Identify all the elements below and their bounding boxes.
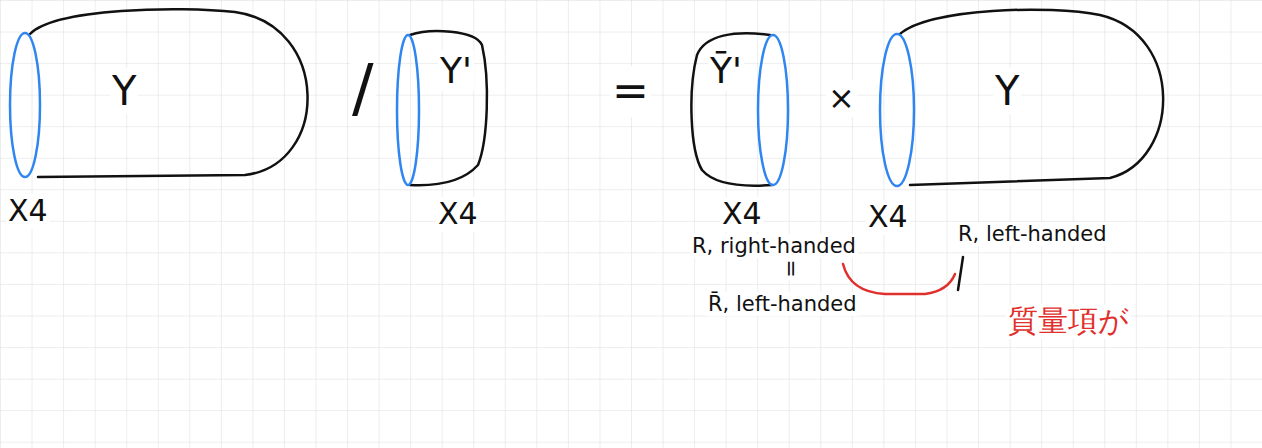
representation-label: R̄, left-handed: [706, 292, 859, 316]
region-label: Ȳ': [708, 50, 744, 91]
bulk-outline: [30, 9, 308, 177]
boundary-label: X4: [6, 194, 50, 229]
pairing-curve: [843, 264, 955, 294]
operator-symbol: ×: [826, 80, 857, 117]
region-label: Y': [438, 50, 474, 91]
region-outline: [2, 2, 322, 188]
boundary-circle: [10, 33, 40, 177]
region-outline: [866, 2, 1182, 192]
surface-region: YX4: [866, 2, 1182, 192]
boundary-circle: [397, 35, 419, 185]
operator-symbol: =: [610, 66, 651, 117]
boundary-label: X4: [866, 200, 910, 235]
boundary-label: X4: [720, 197, 764, 232]
boundary-circle: [758, 35, 788, 185]
bulk-outline: [691, 33, 772, 185]
region-outline: [686, 20, 798, 195]
representation-label: R, right-handed: [690, 234, 858, 258]
tick-mark: [958, 257, 963, 290]
surface-region: YX4: [2, 2, 322, 188]
equality-symbol: =: [779, 257, 804, 279]
surface-region: Y'X4: [388, 20, 492, 195]
representation-label: R, left-handed: [956, 222, 1109, 246]
boundary-circle: [880, 34, 914, 186]
bulk-outline: [900, 10, 1163, 185]
boundary-label: X4: [436, 197, 480, 232]
note: 質量項が: [1006, 304, 1131, 339]
bulk-outline: [410, 31, 487, 185]
region-outline: [388, 20, 492, 195]
region-label: Y: [110, 68, 138, 114]
region-label: Y: [993, 68, 1021, 114]
operator-symbol: /: [350, 52, 376, 126]
surface-region: Ȳ'X4: [686, 20, 798, 195]
